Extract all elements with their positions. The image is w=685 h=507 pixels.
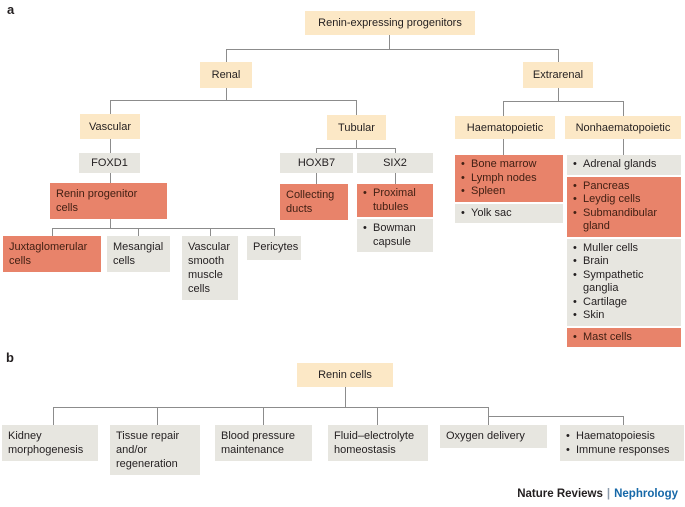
node-pancreas-leydig-submandibular: Pancreas Leydig cells Submandibular glan… — [567, 176, 681, 237]
list-item: Spleen — [461, 185, 557, 199]
list-item: Pancreas — [573, 180, 675, 194]
connector-line — [623, 416, 624, 425]
connector-line — [110, 217, 111, 228]
node-foxd1: FOXD1 — [79, 153, 140, 173]
connector-line — [356, 140, 357, 148]
list-item: Immune responses — [566, 444, 678, 458]
node-pericytes: Pericytes — [247, 236, 301, 260]
list-item: Mast cells — [573, 331, 675, 345]
connector-line — [623, 139, 624, 155]
connector-line — [274, 228, 275, 236]
connector-line — [226, 49, 227, 62]
connector-line — [110, 139, 111, 156]
connector-line — [226, 88, 227, 100]
node-renal: Renal — [200, 62, 252, 88]
footer-journal: Nephrology — [614, 488, 678, 500]
node-mesangial-cells: Mesangial cells — [107, 236, 170, 272]
node-vascular: Vascular — [80, 114, 140, 139]
list-item: Submandibular gland — [573, 207, 675, 234]
connector-line — [110, 100, 111, 114]
node-tubular: Tubular — [327, 115, 386, 140]
node-adrenal-glands: Adrenal glands — [567, 155, 681, 175]
node-muller-brain-ganglia-cartilage-skin: Muller cells Brain Sympathetic ganglia C… — [567, 238, 681, 326]
node-oxygen-delivery: Oxygen delivery — [440, 425, 547, 448]
list-item: Leydig cells — [573, 193, 675, 207]
node-nonhaematopoietic: Nonhaematopoietic — [565, 116, 681, 139]
connector-line — [53, 407, 489, 408]
list-item: Adrenal glands — [573, 158, 675, 172]
journal-footer: Nature Reviews|Nephrology — [517, 488, 678, 500]
node-six2: SIX2 — [357, 153, 433, 173]
connector-line — [488, 416, 624, 417]
list-item: Sympathetic ganglia — [573, 269, 675, 296]
connector-line — [52, 228, 53, 236]
connector-line — [316, 148, 396, 149]
connector-line — [52, 228, 274, 229]
footer-brand: Nature Reviews — [517, 488, 603, 500]
node-vascular-smooth-muscle-cells: Vascular smooth muscle cells — [182, 236, 238, 300]
list-item: Bowman capsule — [363, 222, 427, 249]
node-hoxb7: HOXB7 — [280, 153, 353, 173]
connector-line — [226, 49, 559, 50]
node-mast-cells: Mast cells — [567, 327, 681, 347]
node-kidney-morphogenesis: Kidney morphogenesis — [2, 425, 98, 461]
connector-line — [558, 49, 559, 62]
connector-line — [389, 35, 390, 49]
connector-line — [377, 407, 378, 425]
connector-line — [395, 148, 396, 156]
list-item: Proximal tubules — [363, 187, 427, 214]
connector-line — [356, 100, 357, 115]
footer-divider: | — [606, 488, 611, 500]
node-haematopoietic-sources: Bone marrow Lymph nodes Spleen — [455, 155, 563, 202]
node-renin-progenitor-cells: Renin progenitor cells — [50, 183, 167, 219]
list-item: Haematopoiesis — [566, 430, 678, 444]
node-haematopoietic: Haematopoietic — [455, 116, 555, 139]
node-renin-cells: Renin cells — [297, 363, 393, 387]
connector-line — [138, 228, 139, 236]
list-item: Muller cells — [573, 242, 675, 256]
node-proximal-tubules: Proximal tubules — [357, 184, 433, 217]
node-renin-expressing-progenitors: Renin-expressing progenitors — [305, 11, 475, 35]
node-tissue-repair-regeneration: Tissue repair and/or regeneration — [110, 425, 200, 475]
node-extrarenal: Extrarenal — [523, 62, 593, 88]
node-bowman-capsule: Bowman capsule — [357, 219, 433, 252]
list-item: Cartilage — [573, 296, 675, 310]
connector-line — [503, 139, 504, 155]
connector-line — [503, 101, 504, 116]
nonhaematopoietic-derivatives-stack: Adrenal glands Pancreas Leydig cells Sub… — [567, 155, 681, 347]
node-juxtaglomerular-cells: Juxtaglomerular cells — [3, 236, 101, 272]
node-blood-pressure-maintenance: Blood pressure maintenance — [215, 425, 312, 461]
connector-line — [503, 101, 624, 102]
connector-line — [157, 407, 158, 425]
node-haematopoiesis-immune-responses: Haematopoiesis Immune responses — [560, 425, 684, 461]
list-item: Brain — [573, 255, 675, 269]
connector-line — [316, 172, 317, 184]
list-item: Yolk sac — [461, 207, 557, 221]
node-yolk-sac: Yolk sac — [455, 203, 563, 223]
list-item: Bone marrow — [461, 158, 557, 172]
list-item: Skin — [573, 309, 675, 323]
connector-line — [110, 100, 356, 101]
connector-line — [395, 172, 396, 184]
node-fluid-electrolyte-homeostasis: Fluid–electrolyte homeostasis — [328, 425, 428, 461]
haematopoietic-derivatives-stack: Bone marrow Lymph nodes Spleen Yolk sac — [455, 155, 563, 223]
connector-line — [345, 387, 346, 407]
connector-line — [623, 101, 624, 116]
connector-line — [263, 407, 264, 425]
node-collecting-ducts: Collecting ducts — [280, 184, 348, 220]
connector-line — [558, 88, 559, 101]
list-item: Lymph nodes — [461, 172, 557, 186]
six2-derivatives-stack: Proximal tubules Bowman capsule — [357, 184, 433, 252]
panel-a-label: a — [7, 2, 15, 17]
panel-b-label: b — [6, 350, 14, 365]
connector-line — [316, 148, 317, 156]
connector-line — [210, 228, 211, 236]
connector-line — [53, 407, 54, 425]
connector-line — [110, 172, 111, 183]
